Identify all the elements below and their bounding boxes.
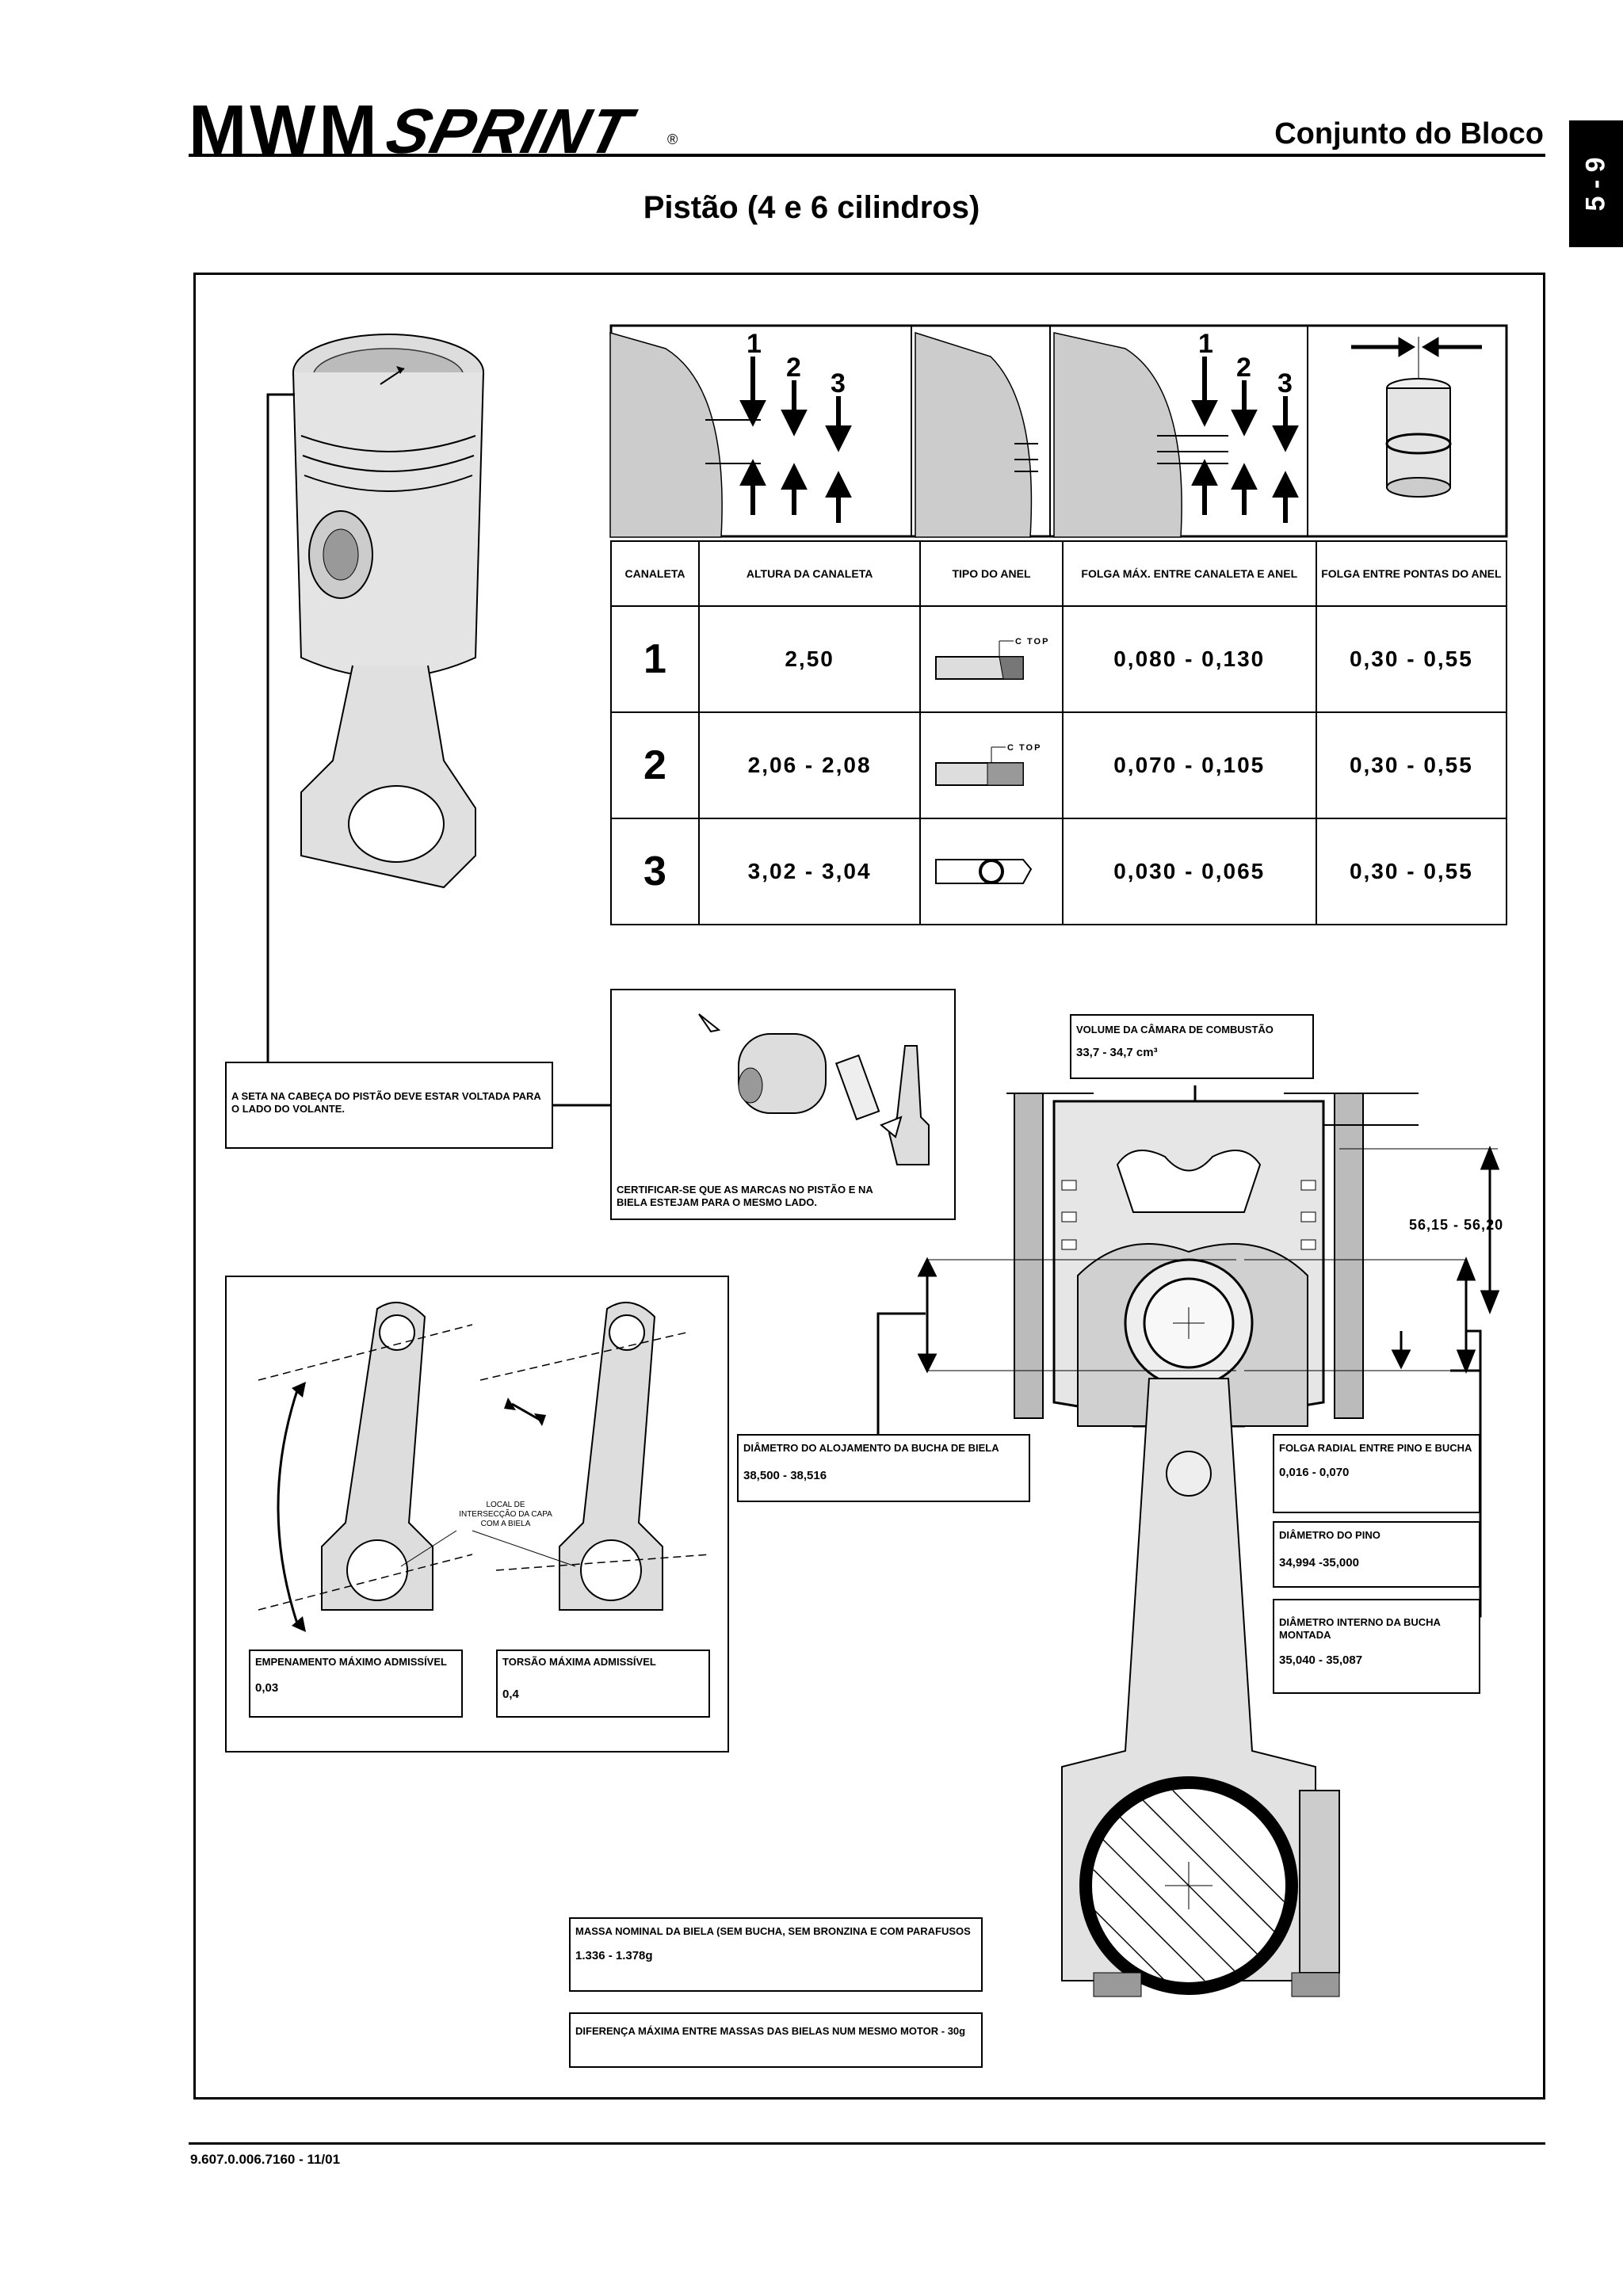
arrow-direction-note: A SETA NA CABEÇA DO PISTÃO DEVE ESTAR VO… — [225, 1062, 553, 1149]
table-row: 2 2,06 - 2,08 C TOP 0,070 - 0,105 0,30 -… — [610, 711, 1508, 819]
ring-profile-1-icon: C TOP — [934, 637, 1049, 680]
bushing-housing-box: DIÂMETRO DO ALOJAMENTO DA BUCHA DE BIELA… — [737, 1434, 1030, 1502]
mass-diff-box: DIFERENÇA MÁXIMA ENTRE MASSAS DAS BIELAS… — [569, 2012, 983, 2068]
table-header-row: CANALETA ALTURA DA CANALETA TIPO DO ANEL… — [610, 540, 1508, 607]
cell-canaleta: 1 — [610, 605, 700, 713]
combustion-volume-label: VOLUME DA CÂMARA DE COMBUSTÃO — [1076, 1024, 1274, 1035]
oil-ring-profile-icon — [934, 858, 1033, 884]
header-rule — [189, 154, 1545, 157]
combustion-volume-box: VOLUME DA CÂMARA DE COMBUSTÃO 33,7 - 34,… — [1070, 1014, 1314, 1079]
combustion-volume-value: 33,7 - 34,7 cm³ — [1076, 1046, 1158, 1060]
cell-folga-max: 0,080 - 0,130 — [1061, 605, 1317, 713]
section-title: Conjunto do Bloco — [1274, 117, 1544, 151]
brand-logo-mwm: MWM — [189, 90, 380, 169]
torsion-label: TORSÃO MÁXIMA ADMISSÍVEL — [502, 1656, 656, 1668]
intersection-note: LOCAL DE INTERSECÇÃO DA CAPA COM A BIELA — [459, 1501, 552, 1528]
cell-ring-type: C TOP — [919, 711, 1064, 819]
registered-mark: ® — [667, 132, 678, 147]
header-tipo: TIPO DO ANEL — [919, 540, 1064, 607]
ring-profile-2-icon: C TOP — [934, 743, 1041, 786]
cell-canaleta: 3 — [610, 818, 700, 925]
callout-2a: 2 — [786, 353, 801, 383]
marks-note-panel: CERTIFICAR-SE QUE AS MARCAS NO PISTÃO E … — [610, 989, 956, 1220]
callout-1a: 1 — [747, 329, 762, 359]
table-row: 3 3,02 - 3,04 0,030 - 0,065 0,30 - 0,55 — [610, 818, 1508, 925]
table-row: 1 2,50 C TOP 0,080 - 0,130 0,30 - 0,55 — [610, 605, 1508, 713]
height-dimension-label: 56,15 - 56,20 — [1409, 1217, 1504, 1233]
document-code: 9.607.0.006.7160 - 11/01 — [190, 2152, 341, 2167]
header-altura: ALTURA DA CANALETA — [697, 540, 922, 607]
warp-label: EMPENAMENTO MÁXIMO ADMISSÍVEL — [255, 1656, 447, 1668]
bushing-inner-label: DIÂMETRO INTERNO DA BUCHA MONTADA — [1279, 1616, 1441, 1642]
warp-box: EMPENAMENTO MÁXIMO ADMISSÍVEL 0,03 — [249, 1650, 463, 1718]
ring-spec-table: CANALETA ALTURA DA CANALETA TIPO DO ANEL… — [610, 540, 1508, 925]
bushing-inner-box: DIÂMETRO INTERNO DA BUCHA MONTADA 35,040… — [1273, 1599, 1480, 1694]
torsion-box: TORSÃO MÁXIMA ADMISSÍVEL 0,4 — [496, 1650, 710, 1718]
piston-assembly-illustration — [292, 334, 484, 889]
radial-clearance-label: FOLGA RADIAL ENTRE PINO E BUCHA — [1279, 1442, 1472, 1454]
header-folga-max: FOLGA MÁX. ENTRE CANALETA E ANEL — [1061, 540, 1317, 607]
cell-altura: 3,02 - 3,04 — [697, 818, 922, 925]
piston-cross-section — [917, 1093, 1500, 1997]
cell-folga-pontas: 0,30 - 0,55 — [1315, 818, 1508, 925]
cell-altura: 2,50 — [697, 605, 922, 713]
warp-value: 0,03 — [255, 1681, 279, 1695]
content-frame — [193, 273, 1545, 2100]
cell-canaleta: 2 — [610, 711, 700, 819]
callout-3b: 3 — [1277, 368, 1293, 399]
footer-rule — [189, 2142, 1545, 2145]
rod-mass-label: MASSA NOMINAL DA BIELA (SEM BUCHA, SEM B… — [575, 1925, 971, 1937]
rod-mass-box: MASSA NOMINAL DA BIELA (SEM BUCHA, SEM B… — [569, 1917, 983, 1992]
rod-mass-value: 1.336 - 1.378g — [575, 1949, 653, 1963]
torsion-value: 0,4 — [502, 1688, 519, 1702]
mass-diff-label: DIFERENÇA MÁXIMA ENTRE MASSAS DAS BIELAS… — [575, 2025, 966, 2037]
bushing-housing-label: DIÂMETRO DO ALOJAMENTO DA BUCHA DE BIELA — [743, 1442, 999, 1454]
callout-2b: 2 — [1236, 353, 1251, 383]
page-tab: 5 - 9 — [1569, 120, 1623, 247]
cell-folga-pontas: 0,30 - 0,55 — [1315, 711, 1508, 819]
callout-1b: 1 — [1198, 329, 1213, 359]
radial-clearance-box: FOLGA RADIAL ENTRE PINO E BUCHA 0,016 - … — [1273, 1434, 1480, 1513]
callout-3a: 3 — [831, 368, 846, 399]
ring-ctop-label: C TOP — [1015, 637, 1049, 646]
rod-check-panel: LOCAL DE INTERSECÇÃO DA CAPA COM A BIELA… — [225, 1276, 729, 1753]
page-title: Pistão (4 e 6 cilindros) — [643, 190, 980, 225]
ring-groove-diagram: 1 2 3 1 2 3 — [609, 324, 1508, 538]
cell-folga-max: 0,070 - 0,105 — [1061, 711, 1317, 819]
cell-ring-type: C TOP — [919, 605, 1064, 713]
pin-diameter-label: DIÂMETRO DO PINO — [1279, 1529, 1381, 1541]
header-canaleta: CANALETA — [610, 540, 700, 607]
radial-clearance-value: 0,016 - 0,070 — [1279, 1466, 1350, 1480]
rod-alignment-illustration — [258, 1302, 711, 1632]
cell-folga-pontas: 0,30 - 0,55 — [1315, 605, 1508, 713]
arrow-direction-note-text: A SETA NA CABEÇA DO PISTÃO DEVE ESTAR VO… — [231, 1090, 541, 1116]
marks-note-text: CERTIFICAR-SE QUE AS MARCAS NO PISTÃO E … — [617, 1184, 873, 1209]
cell-folga-max: 0,030 - 0,065 — [1061, 818, 1317, 925]
pin-diameter-box: DIÂMETRO DO PINO 34,994 -35,000 — [1273, 1521, 1480, 1588]
header-folga-pontas: FOLGA ENTRE PONTAS DO ANEL — [1315, 540, 1508, 607]
cell-ring-type — [919, 818, 1064, 925]
ring-ctop-label: C TOP — [1007, 743, 1041, 753]
pin-diameter-value: 34,994 -35,000 — [1279, 1556, 1359, 1570]
piston-pin-rod-illustration — [698, 1013, 930, 1165]
bushing-inner-value: 35,040 - 35,087 — [1279, 1653, 1363, 1667]
bushing-housing-value: 38,500 - 38,516 — [743, 1469, 827, 1483]
cell-altura: 2,06 - 2,08 — [697, 711, 922, 819]
